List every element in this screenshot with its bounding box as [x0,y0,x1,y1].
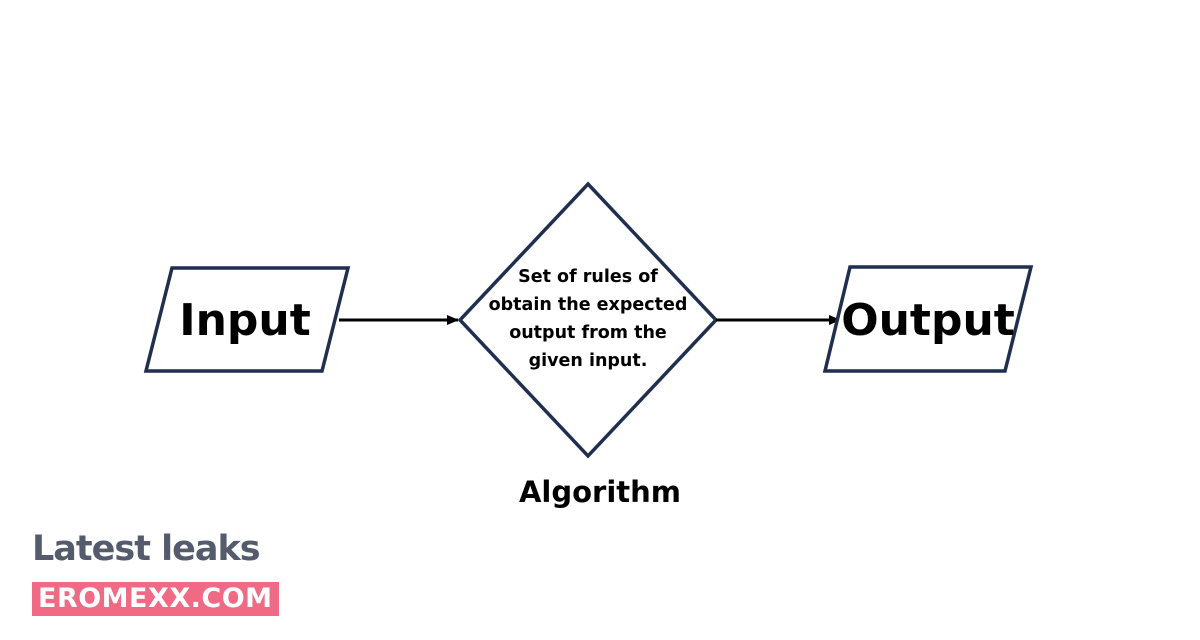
output-label: Output [841,295,1015,346]
algorithm-caption: Algorithm [519,475,681,509]
input-label: Input [179,295,311,346]
input-node: Input [143,266,351,373]
algorithm-node: Set of rules of obtain the expected outp… [457,181,719,459]
output-node: Output [822,265,1034,373]
input-parallelogram [143,266,351,373]
algorithm-rule-line-4: given input. [529,351,648,371]
watermark-title: Latest leaks [32,529,261,569]
algorithm-rule-line-2: obtain the expected [489,295,688,315]
algorithm-rule-line-1: Set of rules of [518,267,658,287]
output-parallelogram [822,265,1034,373]
watermark-badge: EROMEXX.COM [32,582,279,616]
algorithm-diamond [457,181,719,459]
algorithm-rule-line-3: output from the [509,323,667,343]
